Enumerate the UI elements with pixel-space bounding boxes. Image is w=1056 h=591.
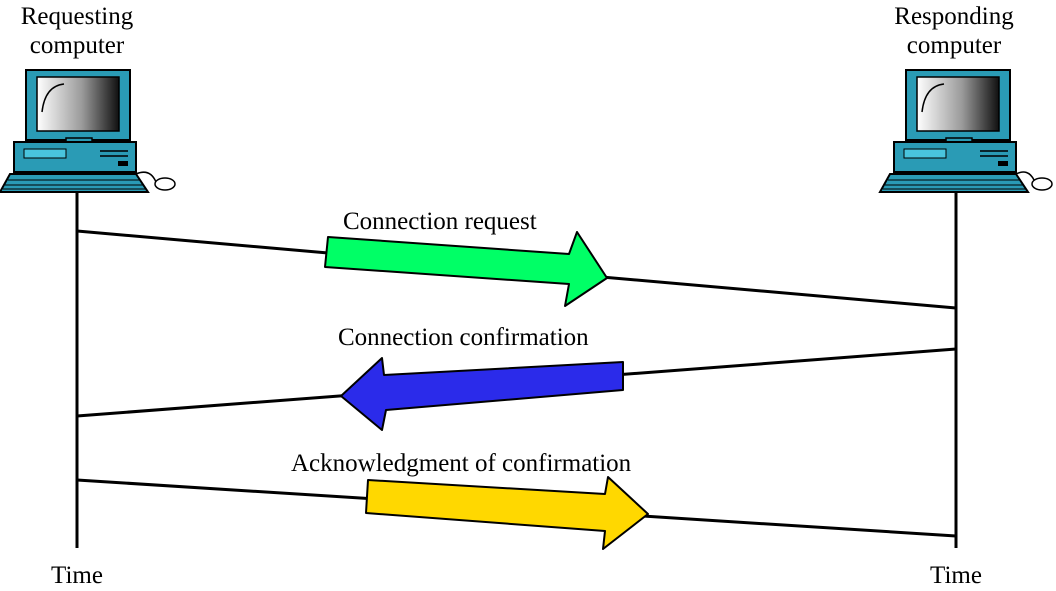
right-time-label: Time xyxy=(930,562,982,589)
connection-request-label: Connection request xyxy=(343,208,537,235)
responding-title-line1: Responding xyxy=(894,3,1014,30)
requesting-computer-title: Requesting computer xyxy=(21,3,134,61)
connection-request-arrow xyxy=(324,231,608,307)
left-time-label: Time xyxy=(51,562,103,589)
responding-computer-icon xyxy=(878,69,1053,193)
responding-computer-title: Responding computer xyxy=(894,3,1013,61)
requesting-title-line2: computer xyxy=(29,31,125,59)
connection-confirmation-arrow xyxy=(340,357,624,431)
responding-title-line2: computer xyxy=(906,31,1002,59)
connection-confirmation-label: Connection confirmation xyxy=(338,324,589,351)
acknowledgment-label: Acknowledgment of confirmation xyxy=(291,450,632,477)
acknowledgment-arrow xyxy=(365,476,649,550)
requesting-computer-icon xyxy=(0,69,176,193)
requesting-title-line1: Requesting xyxy=(20,3,134,30)
